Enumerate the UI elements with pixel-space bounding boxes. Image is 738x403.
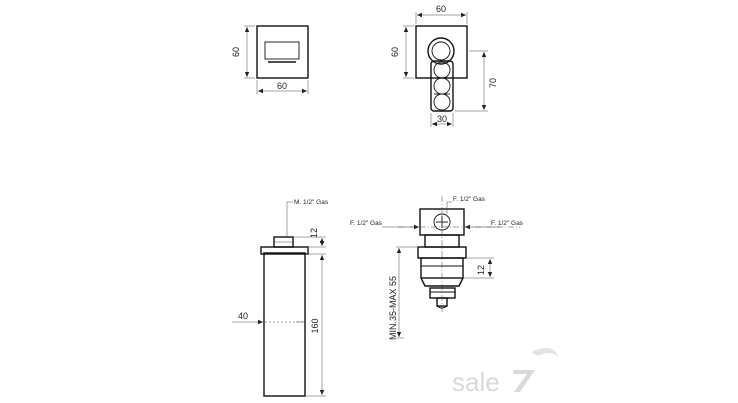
top-inlet-label: F. 1/2" Gas bbox=[453, 196, 486, 203]
mixer-rosette bbox=[427, 37, 455, 65]
thread-height-dimension: 12 bbox=[309, 228, 319, 238]
left-inlet-label: F. 1/2" Gas bbox=[350, 220, 383, 227]
spout-outlet bbox=[264, 41, 300, 60]
lever-depth-dimension: 30 bbox=[437, 114, 447, 124]
wall-range-dimension: MIN.35-MAX 55 bbox=[388, 276, 398, 340]
lever-stem bbox=[429, 287, 456, 299]
mixer-lever bbox=[430, 60, 454, 112]
mixer-hub bbox=[431, 41, 451, 61]
top-left-view: 60 60 bbox=[231, 25, 309, 94]
plate-height-dimension: 60 bbox=[390, 47, 400, 57]
top-right-view: 60 60 70 30 bbox=[390, 4, 498, 127]
bottom-left-view: M. 1/2" Gas 12 160 40 bbox=[232, 199, 329, 397]
right-inlet-label: F. 1/2" Gas bbox=[491, 220, 524, 227]
lever-length-dimension: 70 bbox=[488, 78, 498, 88]
diameter-dimension: 40 bbox=[238, 311, 248, 321]
front-plate bbox=[256, 25, 309, 79]
body-height-dimension: 160 bbox=[310, 318, 320, 333]
lever-ring-3 bbox=[433, 93, 451, 111]
watermark-logo-icon bbox=[513, 347, 558, 392]
mixer-plate bbox=[415, 25, 468, 79]
lever-ring-2 bbox=[433, 77, 451, 95]
step-height-dimension: 12 bbox=[476, 265, 486, 275]
height-dimension: 60 bbox=[231, 47, 241, 57]
bottom-right-view: F. 1/2" Gas F. 1/2" Gas F. 1/2" Gas 12 M… bbox=[350, 196, 524, 340]
thread-label: M. 1/2" Gas bbox=[294, 199, 329, 206]
plate-width-dimension: 60 bbox=[436, 4, 446, 14]
watermark-text: sale bbox=[452, 367, 500, 397]
spout-body bbox=[263, 252, 306, 397]
watermark: sale bbox=[452, 347, 558, 397]
width-dimension: 60 bbox=[277, 81, 287, 91]
